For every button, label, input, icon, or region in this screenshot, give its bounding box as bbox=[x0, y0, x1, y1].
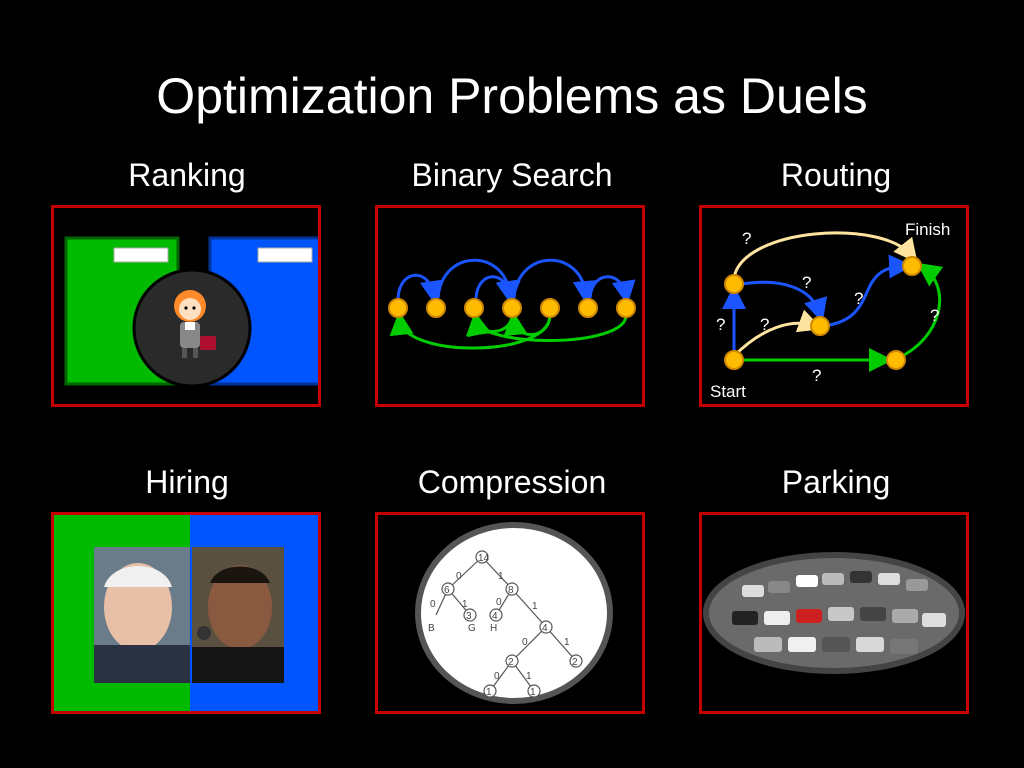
start-label: Start bbox=[710, 382, 746, 401]
binary-search-diagram bbox=[388, 258, 636, 350]
routing-diagram: Start Finish ? ? ? ? ? ? ? bbox=[710, 220, 950, 401]
compression-tree: 14 6 8 3 4 4 2 2 1 1 0 1 0 1 0 1 0 1 0 1… bbox=[415, 522, 613, 704]
unknown-mark: ? bbox=[930, 306, 939, 325]
routing-nodes bbox=[724, 256, 922, 370]
tree-label: 1 bbox=[530, 687, 536, 698]
panel-hiring bbox=[51, 512, 321, 714]
unknown-mark: ? bbox=[854, 289, 863, 308]
tree-label: G bbox=[468, 623, 476, 634]
tree-label: 0 bbox=[430, 599, 436, 610]
tree-label: B bbox=[428, 623, 435, 634]
unknown-mark: ? bbox=[812, 366, 821, 385]
tree-label: 6 bbox=[444, 585, 450, 596]
tree-label: 4 bbox=[542, 623, 548, 634]
tree-label: 2 bbox=[572, 657, 578, 668]
label-routing: Routing bbox=[780, 157, 892, 193]
search-nodes bbox=[388, 298, 636, 318]
blue-folder-tab bbox=[257, 247, 313, 263]
tree-label: 8 bbox=[508, 585, 514, 596]
panel-parking bbox=[699, 512, 969, 714]
tree-label: 1 bbox=[526, 671, 532, 682]
label-parking: Parking bbox=[781, 464, 891, 500]
tree-label: 0 bbox=[522, 637, 528, 648]
panel-compression: 14 6 8 3 4 4 2 2 1 1 0 1 0 1 0 1 0 1 0 1… bbox=[375, 512, 645, 714]
unknown-mark: ? bbox=[716, 315, 725, 334]
tree-label: 4 bbox=[492, 611, 498, 622]
unknown-mark: ? bbox=[802, 273, 811, 292]
tree-vignette bbox=[415, 522, 613, 704]
tree-label: H bbox=[490, 623, 497, 634]
candidate-right-photo bbox=[192, 547, 284, 683]
tree-label: 0 bbox=[494, 671, 500, 682]
panel-binary-search bbox=[375, 205, 645, 407]
panel-ranking bbox=[51, 205, 321, 407]
label-ranking: Ranking bbox=[128, 157, 246, 193]
slide-title: Optimization Problems as Duels bbox=[156, 68, 868, 124]
tree-label: 1 bbox=[462, 599, 468, 610]
tree-label: 1 bbox=[486, 687, 492, 698]
tree-label: 0 bbox=[456, 571, 462, 582]
label-hiring: Hiring bbox=[145, 464, 229, 500]
tree-label: 1 bbox=[498, 571, 504, 582]
parked-cars bbox=[732, 571, 946, 654]
tree-label: 14 bbox=[478, 553, 490, 564]
businesswoman-icon bbox=[174, 290, 216, 358]
tree-label: 0 bbox=[496, 597, 502, 608]
candidate-left-photo bbox=[94, 547, 190, 683]
tree-label: 1 bbox=[564, 637, 570, 648]
parking-lot-photo bbox=[703, 552, 965, 674]
unknown-mark: ? bbox=[742, 229, 751, 248]
blue-arcs bbox=[396, 258, 636, 305]
label-binary-search: Binary Search bbox=[411, 157, 613, 193]
tree-label: 1 bbox=[532, 601, 538, 612]
finish-label: Finish bbox=[905, 220, 950, 239]
unknown-mark: ? bbox=[760, 315, 769, 334]
tree-label: 3 bbox=[466, 611, 472, 622]
ranking-illustration bbox=[64, 236, 318, 388]
panel-routing: Start Finish ? ? ? ? ? ? ? bbox=[699, 205, 969, 407]
green-arcs bbox=[389, 311, 628, 350]
green-folder-tab bbox=[113, 247, 169, 263]
tree-label: 2 bbox=[508, 657, 514, 668]
hiring-illustration bbox=[54, 515, 318, 711]
label-compression: Compression bbox=[417, 464, 607, 500]
